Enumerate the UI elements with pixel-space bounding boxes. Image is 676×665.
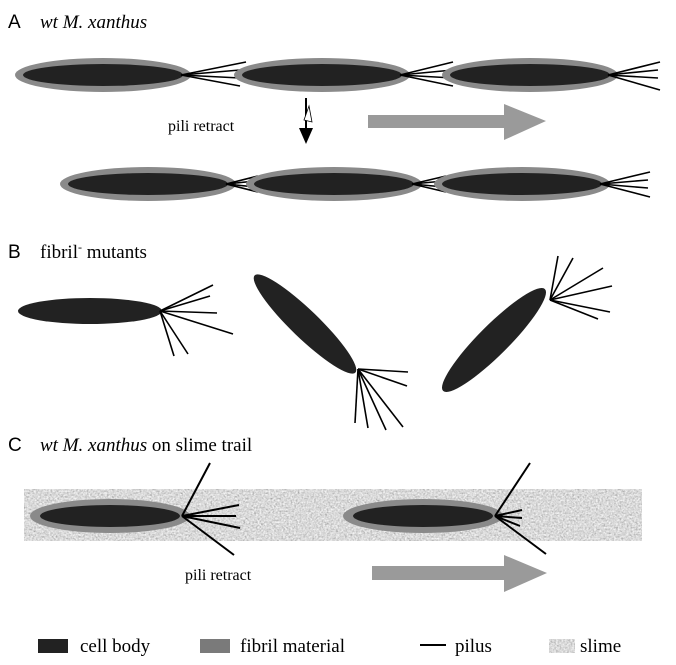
legend-label: pilus <box>455 636 492 657</box>
cell-a4 <box>60 167 258 201</box>
panel-b-letter: B <box>8 242 21 263</box>
legend: cell body fibril material pilus slime <box>38 636 621 657</box>
panel-c-letter: C <box>8 435 22 456</box>
legend-item-fibril-material: fibril material <box>200 636 345 657</box>
pili <box>550 256 612 319</box>
panel-c-title: wt M. xanthus on slime trail <box>40 435 252 456</box>
panel-c: C wt M. xanthus on slime trail <box>8 435 642 592</box>
legend-item-cell-body: cell body <box>38 636 151 657</box>
cell-a2 <box>234 58 453 92</box>
pili <box>600 172 650 197</box>
direction-arrow-c <box>372 555 547 592</box>
cell-a5 <box>246 167 446 201</box>
mutant-cell-1 <box>18 285 233 356</box>
cell-body-swatch <box>38 639 68 653</box>
panel-b: B fibril- mutants <box>8 240 612 430</box>
legend-label: fibril material <box>240 636 345 657</box>
mutant-cell-3 <box>432 256 612 402</box>
cell-a3 <box>442 58 660 92</box>
panel-b-title: fibril- mutants <box>40 240 147 263</box>
pili <box>160 285 233 356</box>
panel-a: A wt M. xanthus <box>8 12 660 201</box>
down-arrow-icon <box>299 98 313 144</box>
legend-label: cell body <box>80 636 151 657</box>
cell-a1 <box>15 58 246 92</box>
legend-label: slime <box>580 636 621 657</box>
legend-item-pilus: pilus <box>420 636 492 657</box>
direction-arrow-a <box>368 104 546 140</box>
panel-a-letter: A <box>8 12 21 33</box>
pili-retract-label-c: pili retract <box>185 567 252 584</box>
fibril-swatch <box>200 639 230 653</box>
pili-retract-label-a: pili retract <box>168 118 235 135</box>
mutant-cell-2 <box>245 265 408 430</box>
cell-a6 <box>434 167 650 201</box>
pili <box>355 369 408 430</box>
panel-a-title: wt M. xanthus <box>40 12 147 33</box>
legend-item-slime: slime <box>549 636 621 657</box>
pili <box>608 62 660 90</box>
